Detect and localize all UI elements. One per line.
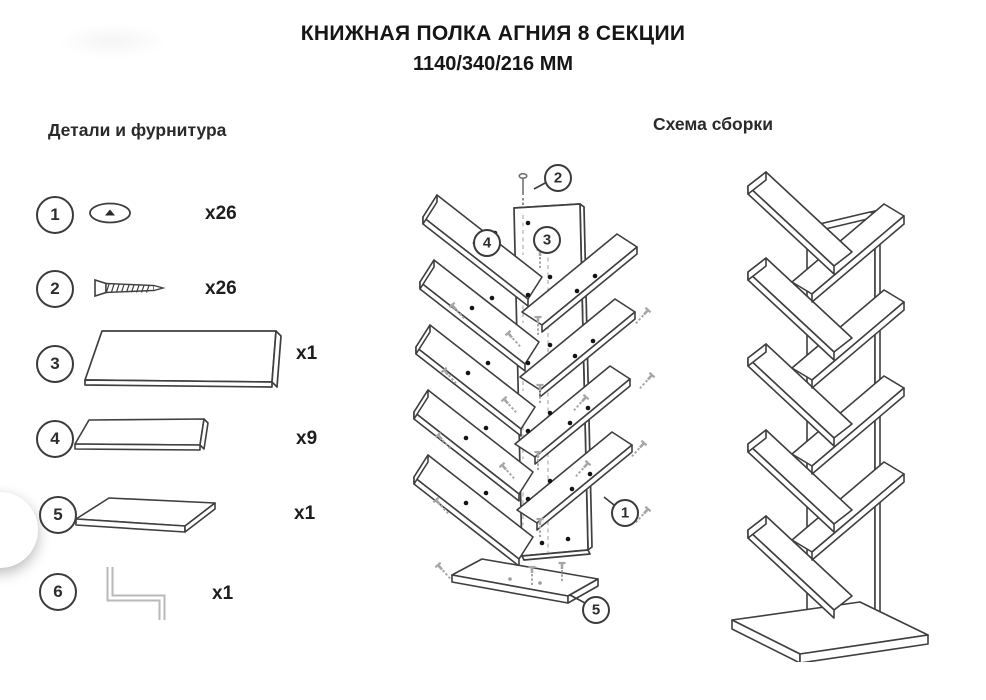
- svg-text:3: 3: [543, 232, 551, 249]
- part-4-number: 4: [36, 420, 74, 458]
- part-5-number: 5: [39, 496, 77, 534]
- part-6-number: 6: [39, 573, 77, 611]
- svg-text:5: 5: [592, 602, 600, 619]
- part-6-count: x1: [212, 583, 234, 604]
- part-3-count: x1: [296, 343, 318, 364]
- screw-icon: [94, 278, 166, 298]
- svg-text:2: 2: [554, 170, 562, 187]
- title-block: КНИЖНАЯ ПОЛКА АГНИЯ 8 СЕКЦИИ 1140/340/21…: [0, 22, 986, 76]
- carousel-prev-button[interactable]: [0, 492, 38, 568]
- assembly-heading: Схема сборки: [653, 114, 773, 134]
- part-2-count: x26: [205, 278, 237, 299]
- part-1-number: 1: [36, 196, 74, 234]
- callout-4: 4: [473, 229, 501, 257]
- cam-cap-icon: [89, 202, 131, 224]
- svg-text:1: 1: [621, 505, 629, 522]
- exploded-left-shelves: [413, 194, 543, 567]
- part-3-number: 3: [36, 345, 74, 383]
- part-1-count: x26: [205, 203, 237, 224]
- watermark-smudge: [58, 24, 168, 58]
- part-4-count: x9: [296, 428, 318, 449]
- svg-text:4: 4: [483, 235, 492, 252]
- exploded-base-panel: [451, 558, 599, 604]
- page-dimensions: 1140/340/216 ММ: [412, 53, 574, 75]
- assembled-view-drawing: [731, 171, 929, 662]
- part-5-count: x1: [294, 503, 316, 524]
- callout-5: 5: [569, 594, 610, 624]
- parts-heading: Детали и фурнитура: [48, 120, 227, 140]
- base-dots: [508, 577, 542, 585]
- callout-1: 1: [603, 496, 639, 527]
- cam-dots: [463, 220, 598, 546]
- shelf-panel-icon: [74, 418, 209, 451]
- top-screw: [518, 173, 528, 206]
- page-title: КНИЖНАЯ ПОЛКА АГНИЯ 8 СЕКЦИИ: [300, 22, 686, 45]
- callout-3: 3: [533, 226, 561, 254]
- callout-2: 2: [533, 164, 572, 192]
- base-panel-icon: [75, 497, 216, 533]
- assembled-shelves: [747, 171, 905, 619]
- exploded-view-drawing: 2 3 4 1 5: [413, 164, 656, 624]
- allen-key-icon: [106, 567, 166, 620]
- exploded-right-shelves: [514, 233, 638, 531]
- back-panel-icon: [84, 330, 282, 388]
- part-2-number: 2: [36, 270, 74, 308]
- assembled-base: [731, 601, 929, 662]
